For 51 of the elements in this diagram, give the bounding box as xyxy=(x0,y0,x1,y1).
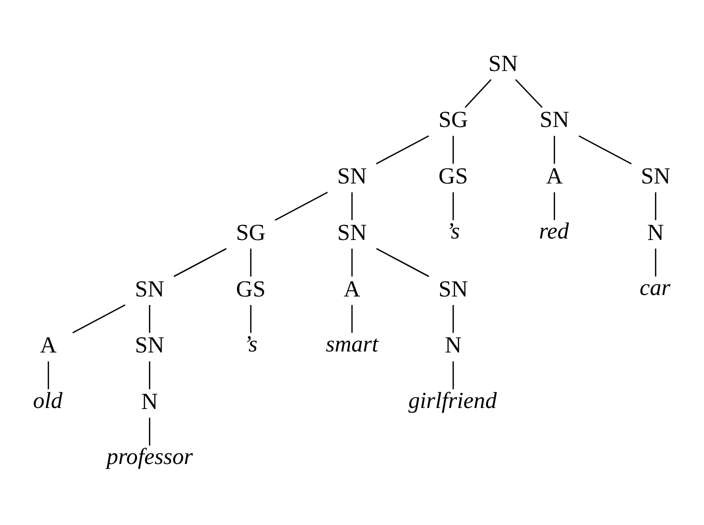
node-text: red xyxy=(539,218,569,244)
node-text: A xyxy=(344,275,360,302)
connector xyxy=(464,79,492,108)
connector xyxy=(376,248,430,278)
connector xyxy=(515,79,543,108)
connector xyxy=(148,305,150,333)
node-text: N xyxy=(444,332,462,358)
connector xyxy=(452,136,454,164)
connector xyxy=(148,418,150,446)
node-text: N xyxy=(647,218,664,245)
node-text: SN xyxy=(337,218,367,245)
node-text: SN xyxy=(134,275,164,302)
node-text: girlfriend xyxy=(408,386,497,413)
connector xyxy=(554,192,556,220)
node-text: SN xyxy=(134,332,164,358)
node-text: A xyxy=(546,162,563,189)
connector xyxy=(654,248,656,276)
connector xyxy=(351,248,353,276)
connector xyxy=(578,135,632,164)
node-text: ’s xyxy=(244,330,258,356)
node-text: SN xyxy=(438,275,468,302)
node-text: SG xyxy=(236,218,266,245)
node-text: ’s xyxy=(446,218,460,244)
node-text: GS xyxy=(236,275,266,302)
node-text: SG xyxy=(438,106,468,132)
node-text: SN xyxy=(488,50,518,76)
node-text: SN xyxy=(640,162,670,189)
node-text: SN xyxy=(540,106,570,132)
connector xyxy=(274,192,328,221)
node-text: professor xyxy=(106,443,193,470)
connector xyxy=(250,248,252,276)
connector xyxy=(376,135,430,164)
node-text: old xyxy=(33,386,62,413)
connector xyxy=(554,136,556,164)
connector xyxy=(72,304,126,334)
connector xyxy=(48,361,50,390)
node-text: smart xyxy=(326,330,378,356)
node-text: A xyxy=(40,332,57,358)
connector xyxy=(148,361,150,390)
connector xyxy=(351,305,353,333)
connector xyxy=(654,192,656,220)
connector xyxy=(174,248,227,278)
node-text: SN xyxy=(337,162,367,189)
connector xyxy=(452,305,454,333)
connector xyxy=(452,192,454,220)
node-text: GS xyxy=(438,162,468,189)
node-text: car xyxy=(640,274,670,300)
connector xyxy=(351,192,353,220)
connector xyxy=(452,361,454,390)
node-text: N xyxy=(141,388,158,414)
connector xyxy=(250,305,252,333)
